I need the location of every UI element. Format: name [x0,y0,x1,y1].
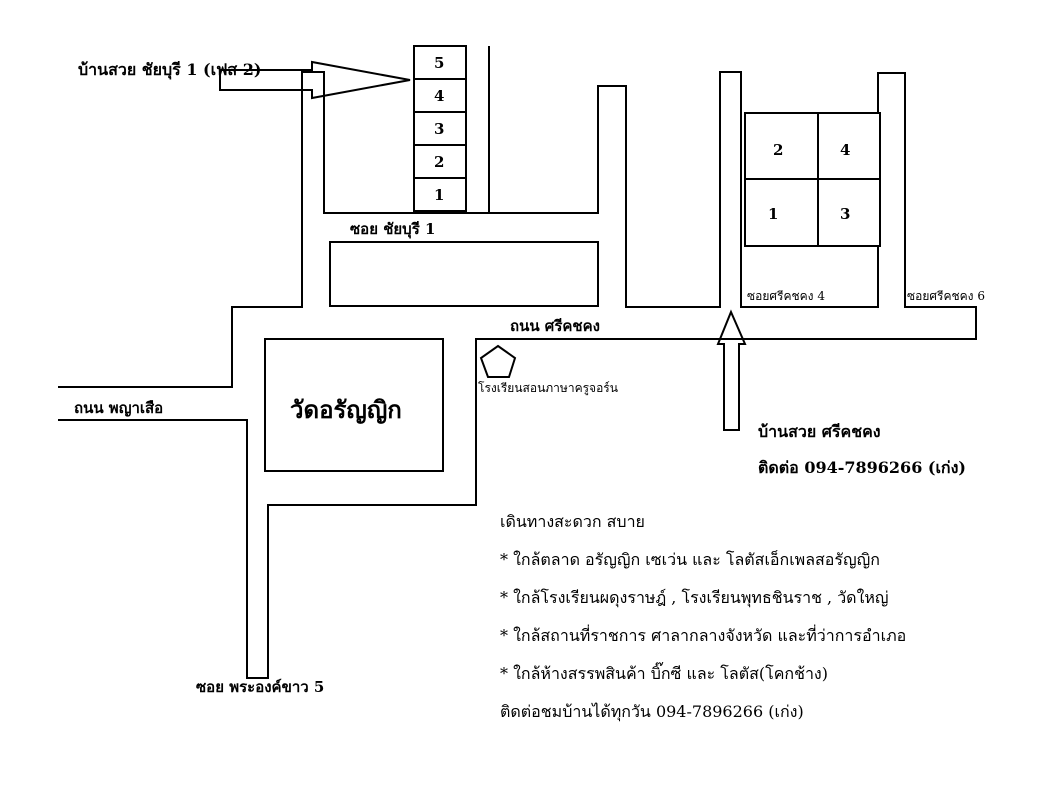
plot-grid-label: 3 [840,205,850,223]
road-phraya-suea-label: ถนน พญาเสือ [74,399,163,417]
notes-item: * ใกล้ห้างสรรพสินค้า บิ๊กซี และ โลตัส(โค… [500,664,828,683]
house-srikachong-label: บ้านสวย ศรีคชคง [758,422,881,441]
plot-grid-label: 2 [773,141,783,159]
soi-srikachong4-label: ซอยศรีคชคง 4 [747,289,825,303]
notes-item: * ใกล้ตลาด อรัญญิก เซเว่น และ โลตัสเอ็กเ… [500,550,880,569]
school-marker-icon [479,344,517,378]
plot-grid [744,112,881,247]
soi-srikachong6-label: ซอยศรีคชคง 6 [907,289,985,303]
plot-stack-cell [413,144,467,179]
plot-stack-label: 2 [434,153,444,171]
notes-heading: เดินทางสะดวก สบาย [500,512,645,531]
temple-block [264,338,444,472]
temple-label: วัดอรัญญิก [290,395,402,424]
plot-stack-label: 5 [434,54,444,72]
phase2-label: บ้านสวย ชัยบุรี 1 (เฟส 2) [78,60,261,80]
arrow-phase2 [219,60,411,100]
road-srikachong-label: ถนน ศรีคชคง [510,317,600,335]
soi-chaiburi-label: ซอย ชัยบุรี 1 [350,220,435,239]
contact-top-label: ติดต่อ 094-7896266 (เก่ง) [758,458,966,477]
plot-grid-label: 4 [840,141,850,159]
arrow-srikachong [716,309,747,431]
plot-stack-label: 4 [434,87,444,105]
notes-panel: เดินทางสะดวก สบาย * ใกล้ตลาด อรัญญิก เซเว… [500,508,1020,736]
plot-grid-label: 1 [768,205,778,223]
notes-item: * ใกล้สถานที่ราชการ ศาลากลางจังหวัด และท… [500,626,907,645]
plot-grid-cell [744,112,819,180]
inner-block [329,241,599,307]
soi-phraongdam-label: ซอย พระองค์ขาว 5 [196,678,324,696]
notes-contact: ติดต่อชมบ้านได้ทุกวัน 094-7896266 (เก่ง) [500,702,804,721]
plot-stack [413,45,467,212]
plot-stack-label: 3 [434,120,444,138]
road-outline-outer [58,46,977,679]
plot-stack-cell [413,177,467,212]
plot-stack-label: 1 [434,186,444,204]
plot-stack-cell [413,78,467,113]
plot-grid-cell [817,178,881,247]
notes-item: * ใกล้โรงเรียนผดุงราษฎ์ , โรงเรียนพุทธชิ… [500,588,889,607]
plot-grid-cell [744,178,819,247]
school-label: โรงเรียนสอนภาษาครูจอร์น [478,381,618,396]
